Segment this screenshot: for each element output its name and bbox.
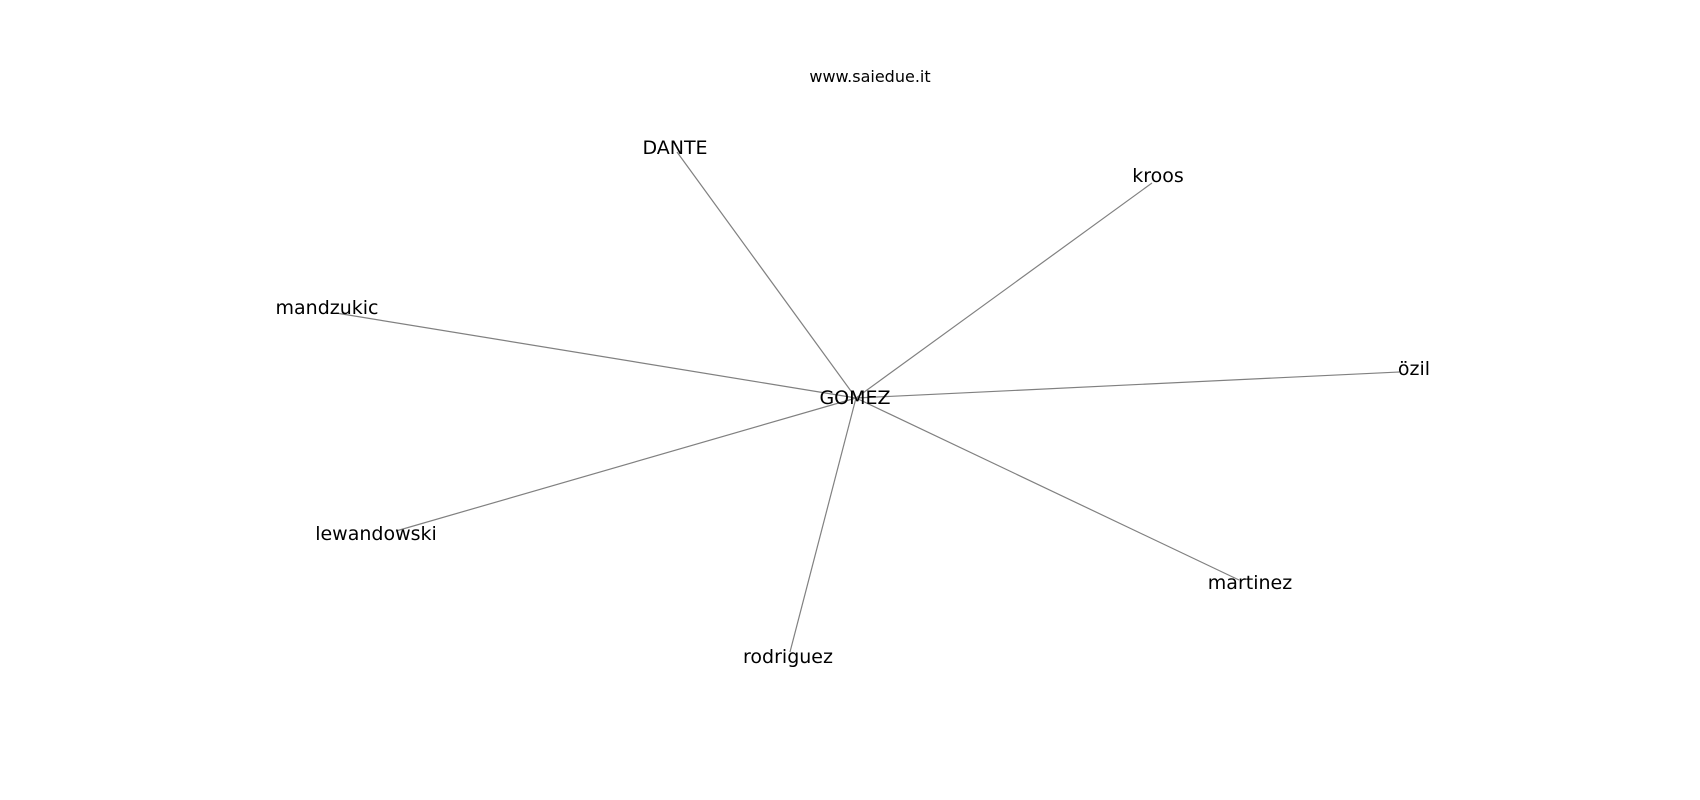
node-label-rodriguez: rodriguez (743, 646, 833, 668)
node-label-martinez: martinez (1208, 572, 1292, 594)
edge-gomez-rodriguez (789, 397, 857, 653)
node-label-mandzukic: mandzukic (276, 297, 379, 319)
edge-gomez-ozil (855, 371, 1400, 399)
node-label-dante: DANTE (642, 137, 707, 159)
labels-layer: GOMEZ DANTE kroos mandzukic özil lewandowski m… (276, 137, 1431, 668)
edges-layer (335, 151, 1400, 653)
node-label-gomez: GOMEZ (819, 387, 890, 409)
node-label-ozil: özil (1398, 358, 1430, 380)
edge-gomez-kroos (855, 182, 1153, 399)
edge-gomez-dante (676, 151, 857, 399)
site-title: www.saiedue.it (809, 67, 930, 86)
edge-gomez-lewandowski (395, 397, 857, 532)
node-label-kroos: kroos (1132, 165, 1184, 187)
edge-gomez-martinez (855, 397, 1240, 581)
edge-gomez-mandzukic (335, 312, 857, 399)
node-label-lewandowski: lewandowski (315, 523, 437, 545)
